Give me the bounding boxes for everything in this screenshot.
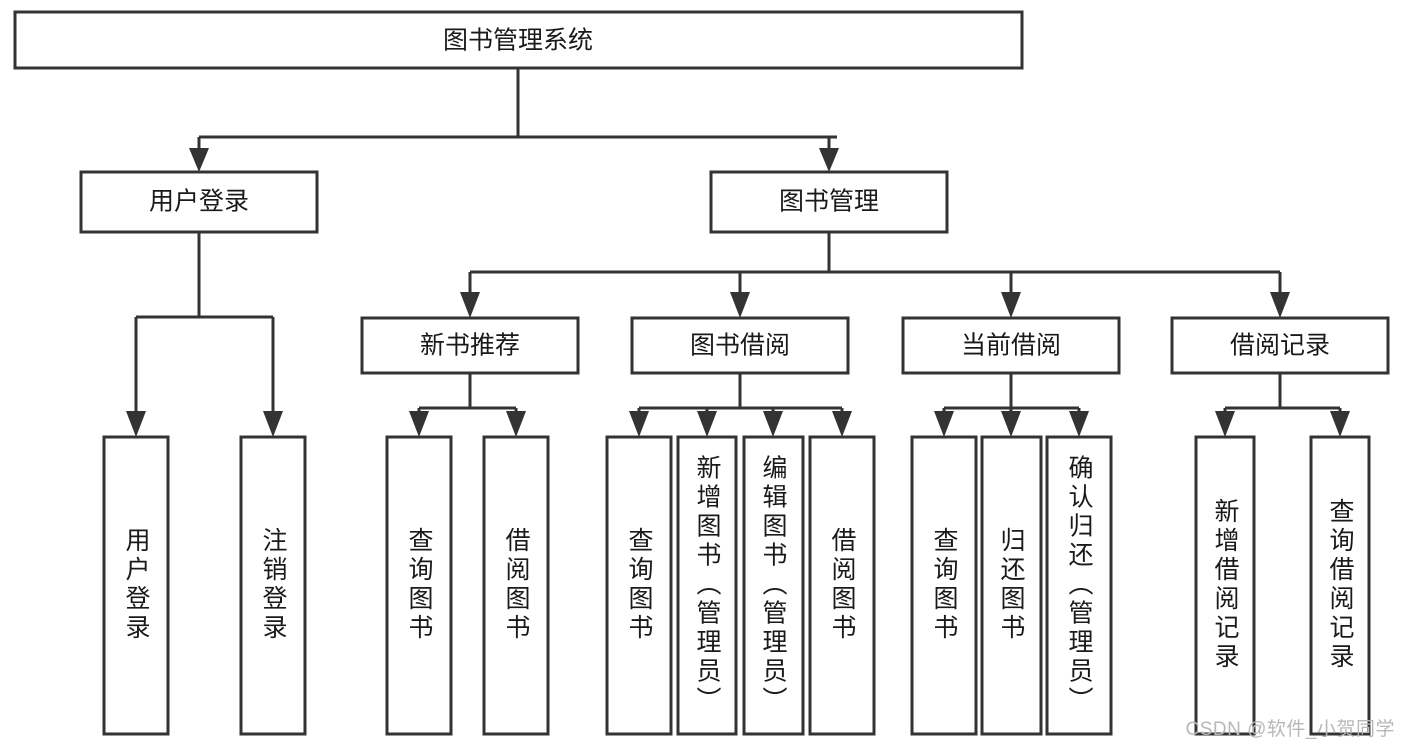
leaf-add-book-admin-box[interactable] <box>676 435 738 736</box>
leaf-edit-book-admin-box[interactable] <box>742 435 805 736</box>
root-box[interactable] <box>13 10 1024 70</box>
arrow-leaf-borrow-book <box>832 411 852 437</box>
leaf-add-borrow-record-label: 新增借阅记录 <box>1211 498 1240 672</box>
connector-layer <box>126 68 1350 437</box>
new-book-recommend-box[interactable] <box>360 316 580 375</box>
leaf-borrow-book-box[interactable] <box>808 435 876 736</box>
arrow-book-management <box>819 148 839 172</box>
book-borrow-box[interactable] <box>630 316 850 375</box>
arrow-leaf-confirm-return-admin <box>1069 411 1089 437</box>
leaf-edit-book-admin[interactable]: 编辑图书（管理员） <box>742 435 805 736</box>
arrow-leaf-borrow-book-recommend <box>506 411 526 437</box>
arrow-leaf-user-login <box>126 411 146 437</box>
leaf-query-book-borrow-label: 查询图书 <box>625 527 654 643</box>
arrow-leaf-query-book-borrow <box>629 411 649 437</box>
new-book-recommend-label: 新书推荐 <box>420 332 520 360</box>
arrow-leaf-query-book-current <box>934 411 954 437</box>
node-borrow-record[interactable]: 借阅记录 <box>1170 316 1390 375</box>
leaf-user-login[interactable]: 用户登录 <box>102 435 170 736</box>
leaf-borrow-book[interactable]: 借阅图书 <box>808 435 876 736</box>
arrow-borrow-record <box>1270 292 1290 318</box>
arrow-leaf-add-borrow-record <box>1215 411 1235 437</box>
user-login-box[interactable] <box>79 170 319 234</box>
leaf-query-book-borrow-box[interactable] <box>605 435 673 736</box>
leaf-return-book-label: 归还图书 <box>997 527 1026 643</box>
arrow-new-book-recommend <box>460 292 480 318</box>
root-label: 图书管理系统 <box>443 27 593 55</box>
node-current-borrow[interactable]: 当前借阅 <box>901 316 1121 375</box>
leaf-query-book-recommend-label: 查询图书 <box>405 527 434 643</box>
leaf-return-book-box[interactable] <box>980 435 1043 736</box>
leaf-user-logout-box[interactable] <box>239 435 307 736</box>
leaf-borrow-book-recommend-label: 借阅图书 <box>502 527 531 643</box>
arrow-leaf-query-book-recommend <box>409 411 429 437</box>
book-management-label: 图书管理 <box>779 188 879 216</box>
arrow-leaf-add-book-admin <box>697 411 717 437</box>
leaf-borrow-book-label: 借阅图书 <box>828 527 857 643</box>
arrow-leaf-return-book <box>1001 411 1021 437</box>
leaf-user-logout[interactable]: 注销登录 <box>239 435 307 736</box>
leaf-confirm-return-admin-box[interactable] <box>1045 435 1113 736</box>
leaf-add-borrow-record[interactable]: 新增借阅记录 <box>1194 435 1256 736</box>
arrow-current-borrow <box>1001 292 1021 318</box>
leaf-user-login-label: 用户登录 <box>122 527 151 643</box>
leaf-borrow-book-recommend[interactable]: 借阅图书 <box>482 435 550 736</box>
leaf-add-book-admin-label: 新增图书（管理员） <box>693 455 722 716</box>
node-user-login[interactable]: 用户登录 <box>79 170 319 234</box>
node-root[interactable]: 图书管理系统 <box>13 10 1024 70</box>
arrow-leaf-query-borrow-record <box>1330 411 1350 437</box>
leaf-confirm-return-admin-label: 确认归还（管理员） <box>1065 455 1094 716</box>
arrow-leaf-edit-book-admin <box>763 411 783 437</box>
leaf-query-borrow-record-label: 查询借阅记录 <box>1326 498 1355 672</box>
leaf-user-login-box[interactable] <box>102 435 170 736</box>
leaf-confirm-return-admin[interactable]: 确认归还（管理员） <box>1045 435 1113 736</box>
current-borrow-label: 当前借阅 <box>961 332 1061 360</box>
leaf-query-book-current-label: 查询图书 <box>930 527 959 643</box>
leaf-borrow-book-recommend-box[interactable] <box>482 435 550 736</box>
user-login-label: 用户登录 <box>149 188 249 216</box>
leaf-query-book-recommend-box[interactable] <box>385 435 453 736</box>
csdn-watermark: CSDN @软件_小贺同学 <box>1185 719 1395 740</box>
leaf-query-borrow-record[interactable]: 查询借阅记录 <box>1309 435 1371 736</box>
arrow-leaf-user-logout <box>263 411 283 437</box>
node-book-management[interactable]: 图书管理 <box>709 170 949 234</box>
borrow-record-box[interactable] <box>1170 316 1390 375</box>
current-borrow-box[interactable] <box>901 316 1121 375</box>
leaf-query-book-current[interactable]: 查询图书 <box>910 435 978 736</box>
leaf-add-borrow-record-box[interactable] <box>1194 435 1256 736</box>
book-management-box[interactable] <box>709 170 949 234</box>
leaf-query-book-borrow[interactable]: 查询图书 <box>605 435 673 736</box>
leaf-query-borrow-record-box[interactable] <box>1309 435 1371 736</box>
node-book-borrow[interactable]: 图书借阅 <box>630 316 850 375</box>
node-new-book-recommend[interactable]: 新书推荐 <box>360 316 580 375</box>
leaf-add-book-admin[interactable]: 新增图书（管理员） <box>676 435 738 736</box>
leaf-query-book-current-box[interactable] <box>910 435 978 736</box>
leaf-user-logout-label: 注销登录 <box>259 527 288 643</box>
arrow-user-login <box>189 148 209 172</box>
book-borrow-label: 图书借阅 <box>690 332 790 360</box>
leaf-edit-book-admin-label: 编辑图书（管理员） <box>759 455 788 716</box>
arrow-book-borrow <box>730 292 750 318</box>
leaf-return-book[interactable]: 归还图书 <box>980 435 1043 736</box>
borrow-record-label: 借阅记录 <box>1230 332 1330 360</box>
leaf-query-book-recommend[interactable]: 查询图书 <box>385 435 453 736</box>
